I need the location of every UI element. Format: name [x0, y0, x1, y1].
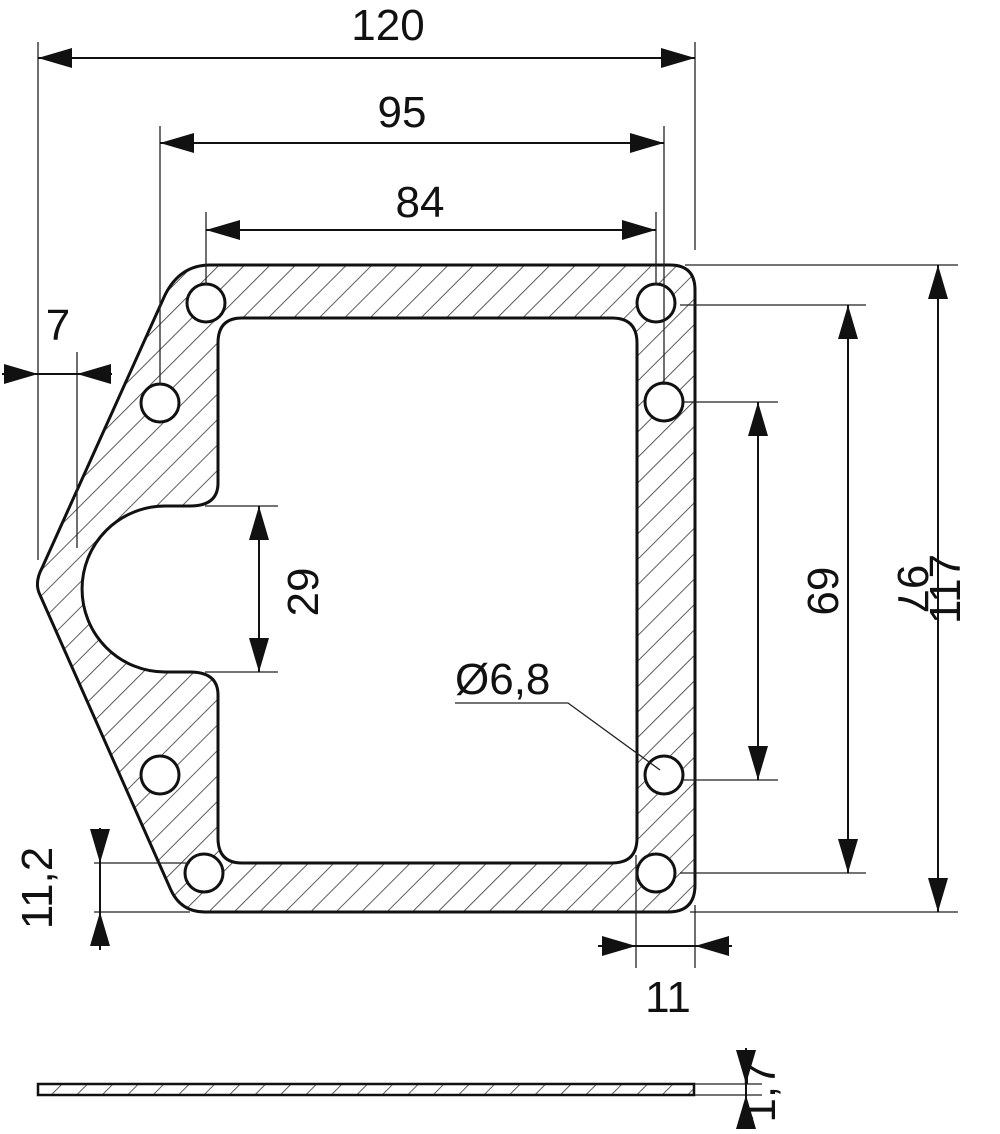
bolt-hole-upper-right — [643, 381, 685, 423]
dim-overall-width: 120 — [351, 1, 424, 50]
dim-hole-diameter: Ø6,8 — [455, 655, 550, 704]
dim-hole-span-right: 97 — [888, 565, 937, 614]
dim-thickness: 1,7 — [736, 1061, 785, 1122]
bolt-hole-lower-right — [643, 754, 685, 796]
dimension-arrowheads — [4, 48, 948, 1129]
dim-bottom-hole-offset: 11,2 — [13, 847, 62, 929]
bolt-hole-bottom-left — [183, 852, 225, 894]
bolt-hole-lower-left — [139, 754, 181, 796]
bolt-hole-top-left — [185, 282, 227, 324]
diameter-leader-line — [455, 702, 661, 771]
dim-hole-span-top: 84 — [396, 178, 445, 227]
dim-right-hole-offset: 11 — [645, 973, 691, 1022]
dim-hole-span-right-inner: 69 — [798, 567, 847, 616]
dim-notch-offset: 7 — [46, 301, 70, 350]
dim-overall-height: 117 — [921, 554, 970, 624]
dim-notch-width: 29 — [279, 568, 328, 617]
gasket-inner-opening — [80, 316, 639, 865]
gasket-side-view — [36, 1082, 696, 1097]
extension-lines — [37, 42, 958, 1096]
bolt-hole-top-right — [635, 282, 677, 324]
bolt-hole-upper-left — [139, 382, 181, 424]
bolt-hole-bottom-right — [635, 852, 677, 894]
dim-hole-span-outer: 95 — [378, 88, 427, 137]
